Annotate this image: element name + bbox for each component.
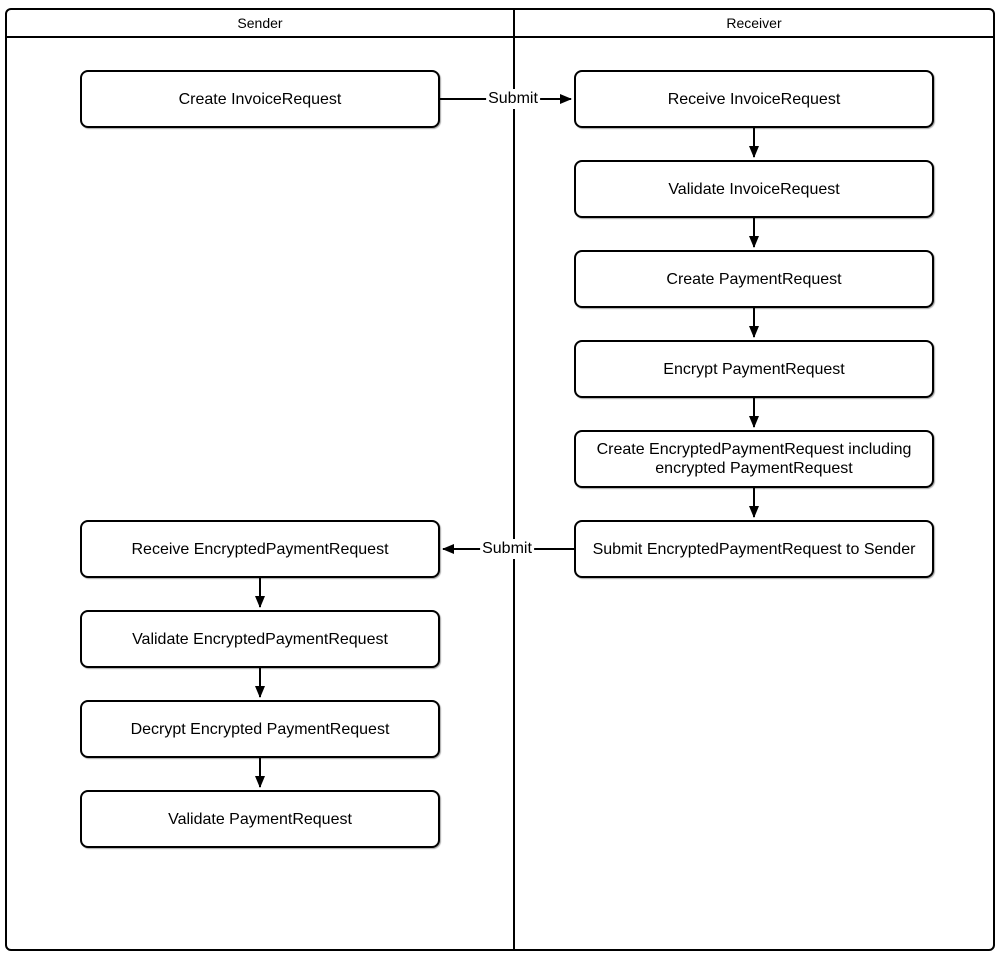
node-receive-encryptedpaymentrequest: Receive EncryptedPaymentRequest: [80, 520, 440, 578]
node-decrypt-encrypted-paymentrequest: Decrypt Encrypted PaymentRequest: [80, 700, 440, 758]
node-validate-encryptedpaymentrequest: Validate EncryptedPaymentRequest: [80, 610, 440, 668]
node-receive-invoicerequest: Receive InvoiceRequest: [574, 70, 934, 128]
node-create-encryptedpaymentrequest: Create EncryptedPaymentRequest including…: [574, 430, 934, 488]
swimlane-frame: [5, 8, 995, 951]
edge-label-submit-invoice: Submit: [486, 89, 540, 109]
lane-header-receiver: Receiver: [726, 15, 782, 31]
node-create-invoicerequest: Create InvoiceRequest: [80, 70, 440, 128]
edge-label-submit-encrypted-payment: Submit: [480, 539, 534, 559]
node-submit-encryptedpaymentrequest-to-sender: Submit EncryptedPaymentRequest to Sender: [574, 520, 934, 578]
node-create-paymentrequest: Create PaymentRequest: [574, 250, 934, 308]
node-validate-paymentrequest: Validate PaymentRequest: [80, 790, 440, 848]
node-validate-invoicerequest: Validate InvoiceRequest: [574, 160, 934, 218]
node-encrypt-paymentrequest: Encrypt PaymentRequest: [574, 340, 934, 398]
lane-header-sender: Sender: [237, 15, 283, 31]
